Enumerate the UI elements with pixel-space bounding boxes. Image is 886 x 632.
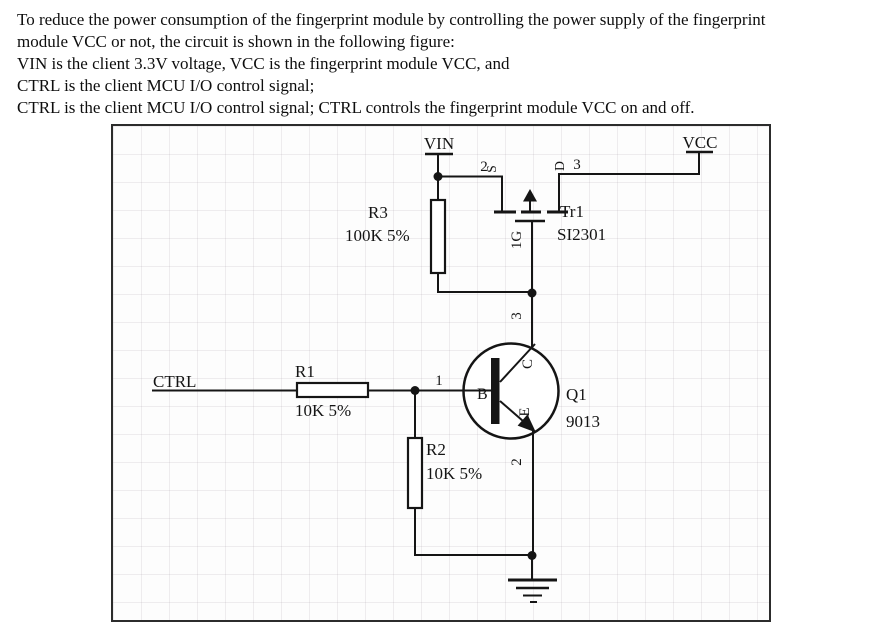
circuit-figure-frame (111, 124, 771, 622)
question-line-3: VIN is the client 3.3V voltage, VCC is t… (17, 54, 510, 73)
question-line-1: To reduce the power consumption of the f… (17, 10, 766, 29)
question-text: To reduce the power consumption of the f… (17, 9, 877, 119)
question-line-5: CTRL is the client MCU I/O control signa… (17, 98, 695, 117)
question-line-2: module VCC or not, the circuit is shown … (17, 32, 455, 51)
question-line-4: CTRL is the client MCU I/O control signa… (17, 76, 315, 95)
